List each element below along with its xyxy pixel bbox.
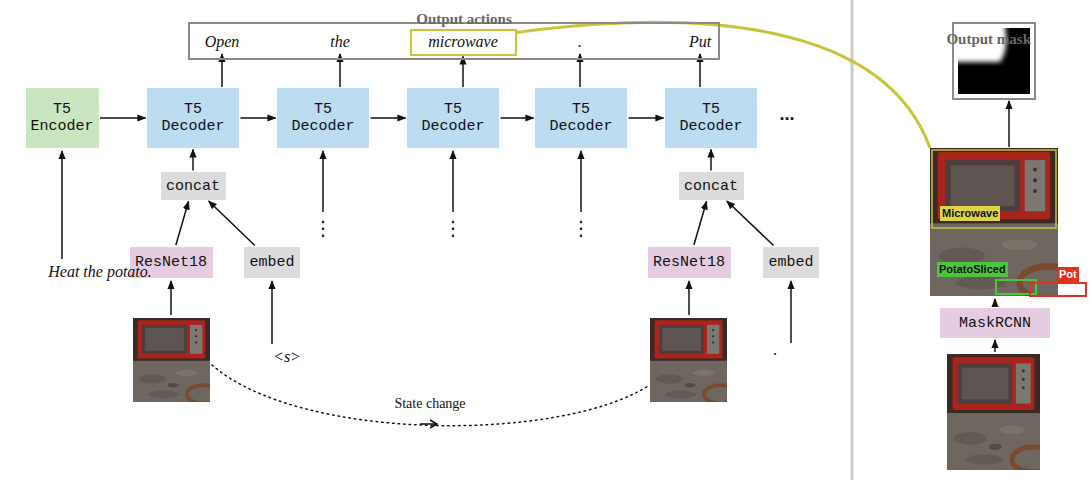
box-label: T5 Decoder [150, 101, 236, 135]
output-token: Open [201, 31, 244, 53]
box-label: concat [684, 178, 738, 195]
input-token: <s> [273, 348, 301, 366]
flow-arrow [501, 117, 534, 119]
separator [851, 0, 854, 480]
flow-arrow [727, 201, 774, 245]
bbox [1030, 283, 1086, 296]
ellipsis: ⋮ [313, 216, 333, 240]
decoder-box: T5 Decoder [407, 88, 499, 148]
ellipsis: ⋮ [443, 216, 463, 240]
panel-title: Output mask [946, 31, 1031, 48]
input-arrow [790, 281, 792, 343]
scene-image [650, 318, 738, 404]
ellipsis: ... [779, 104, 794, 125]
box-label: T5 Decoder [538, 101, 624, 135]
output-token: the [326, 31, 354, 53]
decoder-box: T5 Decoder [665, 88, 757, 148]
flow-arrow [694, 201, 707, 245]
embed-box: embed [244, 247, 300, 278]
input-token: . [773, 341, 777, 359]
input-text: Heat the potato. [48, 263, 152, 281]
input-arrow [61, 151, 63, 259]
resnet-box: ResNet18 [648, 247, 731, 278]
input-arrow [322, 151, 324, 212]
encoder-box: T5 Encoder [26, 88, 99, 148]
concat-box: concat [679, 172, 744, 200]
decoder-box: T5 Decoder [277, 88, 369, 148]
input-arrow [994, 340, 996, 352]
object-label: Microwave [940, 206, 1000, 221]
concat-box: concat [161, 172, 226, 200]
flow-arrow [1008, 101, 1010, 147]
embed-box: embed [763, 247, 819, 278]
output-token: microwave [410, 29, 517, 56]
mask-box: Output mask [952, 22, 1036, 100]
box-label: embed [249, 254, 294, 271]
flow-arrow [462, 57, 464, 88]
flow-arrow [994, 299, 996, 307]
scene-image [133, 318, 221, 404]
input-arrow [271, 281, 273, 344]
state-label: State change [394, 396, 465, 412]
panel-title: Output actions [416, 11, 511, 28]
input-arrow [580, 151, 582, 212]
box-label: concat [166, 178, 220, 195]
input-arrow [688, 281, 690, 315]
box-label: T5 Decoder [668, 101, 754, 135]
object-label: Pot [1057, 267, 1079, 282]
detection-box: MicrowavePotatoSliced Pot [930, 148, 1088, 298]
box-label: the [330, 33, 350, 51]
box-label: embed [768, 254, 813, 271]
box-label: T5 Encoder [29, 101, 96, 135]
box-label: MaskRCNN [959, 315, 1031, 332]
output-token: . [574, 31, 586, 53]
flow-arrow [192, 150, 194, 171]
output-panel: Output actionsOpenthemicrowave.Put [188, 22, 720, 60]
object-label: PotatoSliced [937, 262, 1008, 277]
ellipsis: ⋮ [571, 216, 591, 240]
state-change-arrow [420, 420, 437, 428]
decoder-box: T5 Decoder [535, 88, 627, 148]
flow-arrow [371, 117, 406, 119]
input-arrow [170, 281, 172, 315]
grounding-link [517, 22, 931, 148]
box-label: microwave [428, 33, 498, 51]
bbox [932, 150, 1056, 228]
box-label: . [578, 33, 582, 51]
scene-image [947, 354, 1053, 472]
flow-arrow [710, 150, 712, 171]
input-arrow [452, 151, 454, 212]
flow-arrow [176, 201, 189, 245]
box-label: Open [205, 33, 240, 51]
state-change-arc [212, 365, 648, 426]
maskrcnn-box: MaskRCNN [940, 308, 1050, 338]
decoder-box: T5 Decoder [147, 88, 239, 148]
flow-arrow [209, 201, 255, 245]
flow-arrow [241, 117, 276, 119]
output-token: Put [685, 31, 716, 53]
flow-arrow [629, 117, 664, 119]
box-label: Put [689, 33, 711, 51]
flow-arrow [100, 117, 146, 119]
box-label: T5 Decoder [410, 101, 496, 135]
detection-image [930, 148, 1076, 299]
box-label: ResNet18 [653, 254, 725, 271]
box-label: T5 Decoder [280, 101, 366, 135]
